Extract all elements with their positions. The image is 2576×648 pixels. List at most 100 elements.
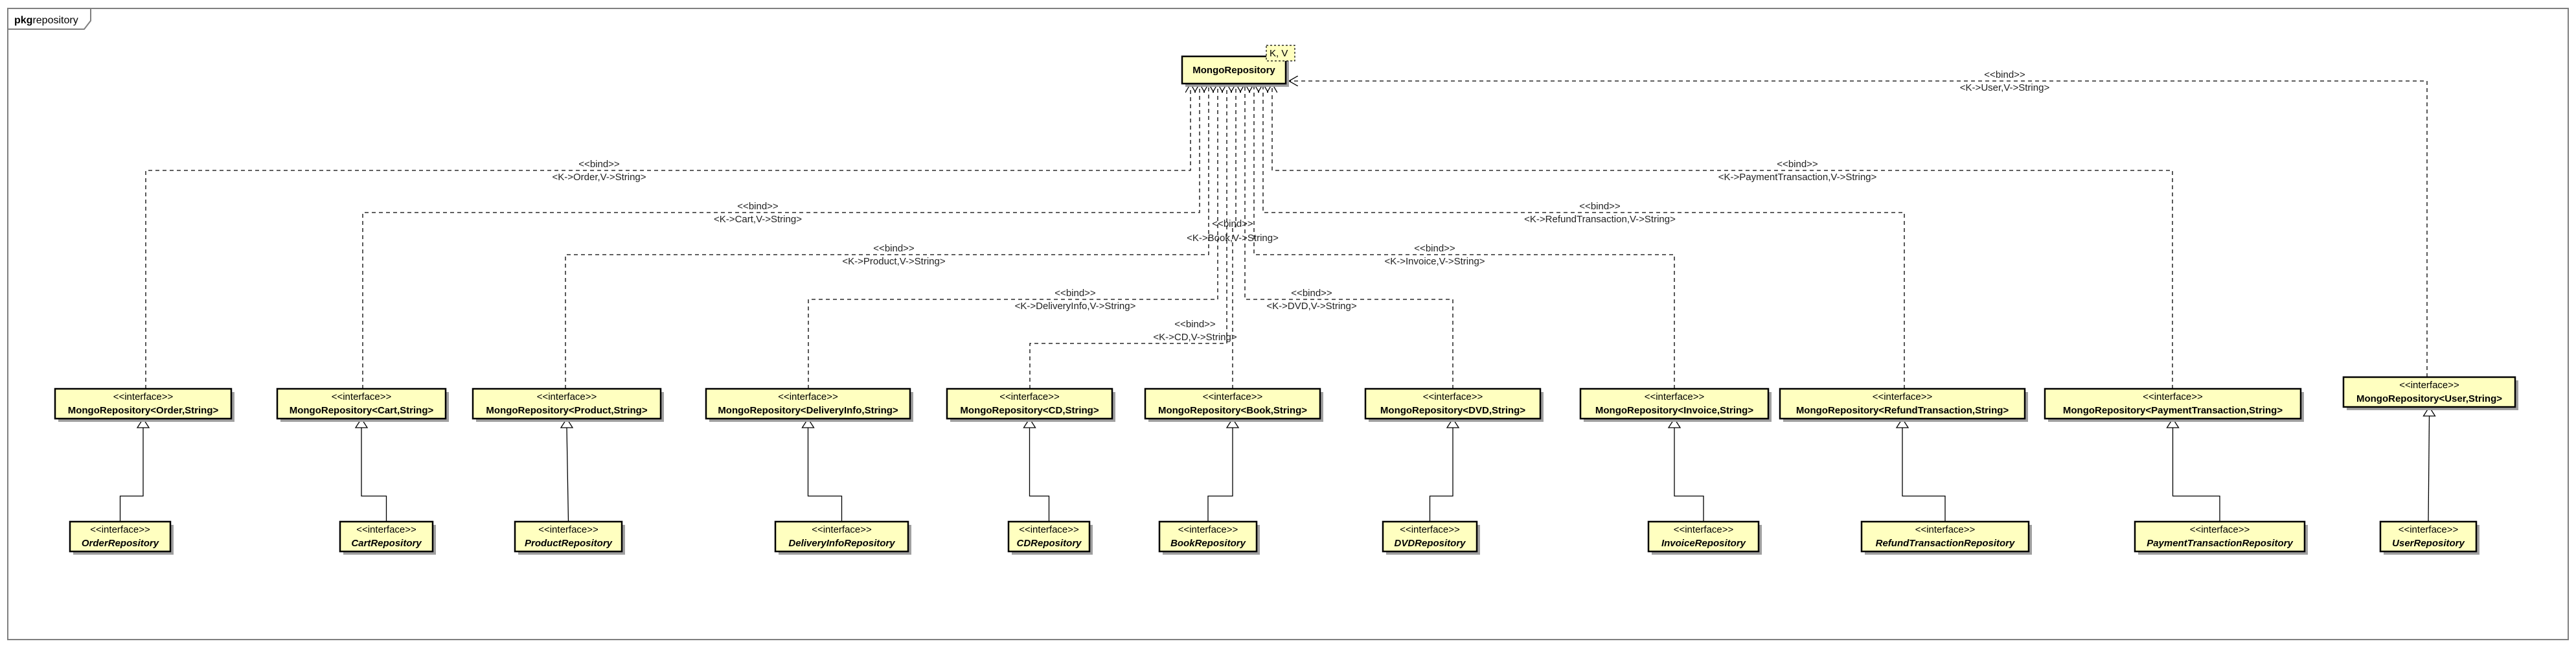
interface-mongorepository-cd-string[interactable]: <<interface>>MongoRepository<CD,String> [946,388,1115,422]
repository-stereotype: <<interface>> [1178,524,1238,535]
generalization-edge-dvdrepository [1429,428,1453,522]
bind-stereotype-invoicerepository: <<bind>> [1414,243,1455,254]
repository-invoicerepository[interactable]: <<interface>> InvoiceRepository [1647,520,1762,555]
repository-productrepository[interactable]: <<interface>>ProductRepository [514,520,625,555]
package-label: pkgrepository [14,15,78,26]
interface-stereotype: <<interface>> [1873,391,1933,402]
interface-mongorepository-user-string[interactable]: <<interface>> MongoRepository<User,String… [2342,376,2518,410]
repository-deliveryinforepository[interactable]: <<interface>>DeliveryInfoRepository [774,520,911,555]
template-parameter-label: K, V [1270,48,1288,59]
package-tab [7,8,91,30]
repository-stereotype: <<interface>> [1915,524,1976,535]
generalization-edge-cartrepository [361,428,387,522]
interface-stereotype: <<interface>> [778,391,838,402]
generalization-edge-userrepository [2428,415,2430,522]
bind-edge-cdrepository [1029,84,1227,389]
interface-stereotype: <<interface>> [537,391,597,402]
interface-mongorepository-paymenttransaction-string[interactable]: <<interface>>MongoRepository<PaymentTran… [2044,388,2304,422]
interface-stereotype: <<interface>> [1423,391,1483,402]
repository-name: DVDRepository [1394,538,1466,549]
generalization-arrowhead-productrepository [560,417,574,428]
repository-name: CartRepository [351,538,422,549]
generalization-edge-orderrepository [119,428,144,522]
generalization-edge-paymenttransactionrepository [2172,428,2220,522]
bind-edge-dvdrepository [1245,84,1453,389]
repository-name: BookRepository [1170,538,1246,549]
generalization-arrowhead-paymenttransactionrepository [2166,417,2180,428]
repository-cartrepository[interactable]: <<interface>> CartRepository [339,520,436,555]
interface-stereotype: <<interface>> [1203,391,1263,402]
interface-mongorepository-cart-string[interactable]: <<interface>>MongoRepository<Cart,String… [276,388,449,422]
interface-stereotype: <<interface>> [1645,391,1705,402]
repository-cdrepository[interactable]: <<interface>>CDRepository [1007,520,1093,555]
interface-name: MongoRepository<CD,String> [960,405,1099,416]
bind-edge-bookrepository [1233,84,1236,389]
repository-name: CDRepository [1016,538,1082,549]
generalization-edge-refundtransactionrepository [1902,428,1946,522]
interface-mongorepository-refundtransaction-string[interactable]: <<interface>>MongoRepository<RefundTrans… [1779,388,2028,422]
bind-stereotype-orderrepository: <<bind>> [578,159,620,170]
repository-bookrepository[interactable]: <<interface>> BookRepository [1158,520,1260,555]
repository-name: UserRepository [2392,538,2465,549]
bind-stereotype-refundtransactionrepository: <<bind>> [1579,201,1621,212]
generalization-arrowhead-cartrepository [354,417,369,428]
interface-mongorepository-invoice-string[interactable]: <<interface>> MongoRepository<Invoice,Str… [1579,388,1772,422]
bind-edge-orderrepository [145,84,1191,389]
interface-name: MongoRepository<User,String> [2356,393,2502,404]
repository-stereotype: <<interface>> [356,524,416,535]
generalization-arrowhead-dvdrepository [1446,417,1460,428]
bind-parameters-userrepository: <K->User,V->String> [1960,82,2050,93]
generalization-arrowhead-bookrepository [1225,417,1240,428]
bind-stereotype-deliveryinforepository: <<bind>> [1054,288,1096,299]
interface-mongorepository-book-string[interactable]: <<interface>>MongoRepository<Book,String… [1144,388,1323,422]
bind-stereotype-paymenttransactionrepository: <<bind>> [1777,159,1818,170]
repository-paymenttransactionrepository[interactable]: <<interface>> PaymentTransactionRepositor… [2134,520,2308,555]
repository-stereotype: <<interface>> [2190,524,2250,535]
bind-parameters-orderrepository: <K->Order,V->String> [552,172,646,183]
interface-stereotype: <<interface>> [2399,380,2459,391]
interface-stereotype: <<interface>> [113,391,174,402]
bind-stereotype-cdrepository: <<bind>> [1174,319,1216,330]
interface-mongorepository-order-string[interactable]: <<interface>> MongoRepository<Order,Strin… [54,388,234,422]
generalization-arrowhead-refundtransactionrepository [1895,417,1909,428]
interface-name: MongoRepository<Product,String> [486,405,647,416]
interface-name: MongoRepository<Order,String> [68,405,219,416]
bind-edge-userrepository [1289,81,2428,377]
repository-stereotype: <<interface>> [1674,524,1734,535]
interface-name: MongoRepository<Invoice,String> [1595,405,1753,416]
bind-edge-productrepository [565,84,1209,389]
repository-refundtransactionrepository[interactable]: <<interface>>RefundTransactionRepository [1860,520,2032,555]
interface-name: MongoRepository<PaymentTransaction,Strin… [2063,405,2283,416]
repository-name: PaymentTransactionRepository [2147,538,2293,549]
mongo-repository-class[interactable]: MongoRepository [1181,55,1289,87]
package-frame [7,8,2569,640]
generalization-arrowhead-cdrepository [1023,417,1036,428]
generalization-edge-productrepository [566,427,569,522]
bind-edge-refundtransactionrepository [1263,84,1905,389]
interface-mongorepository-dvd-string[interactable]: <<interface>>MongoRepository<DVD,String> [1364,388,1544,422]
repository-dvdrepository[interactable]: <<interface>>DVDRepository [1382,520,1480,555]
generalization-arrowhead-userrepository [2422,406,2436,417]
generalization-edge-bookrepository [1207,428,1233,522]
bind-parameters-paymenttransactionrepository: <K->PaymentTransaction,V->String> [1718,172,1877,183]
interface-mongorepository-product-string[interactable]: <<interface>> MongoRepository<Product,Str… [472,388,664,422]
mongo-repository-name: MongoRepository [1192,65,1275,76]
interface-mongorepository-deliveryinfo-string[interactable]: <<interface>> MongoRepository<DeliveryInf… [705,388,913,422]
bind-parameters-bookrepository: <K->Book,V->String> [1187,233,1279,244]
repository-name: InvoiceRepository [1661,538,1746,549]
bind-parameters-invoicerepository: <K->Invoice,V->String> [1384,256,1485,267]
repository-userrepository[interactable]: <<interface>>UserRepository [2379,520,2479,555]
generalization-edge-cdrepository [1029,428,1050,522]
generalization-edge-invoicerepository [1674,428,1704,522]
bind-edge-invoicerepository [1254,84,1675,389]
generalization-arrowhead-deliveryinforepository [801,417,815,428]
repository-stereotype: <<interface>> [90,524,150,535]
repository-name: ProductRepository [525,538,613,549]
interface-stereotype: <<interface>> [332,391,392,402]
repository-orderrepository[interactable]: <<interface>>OrderRepository [69,520,174,555]
interface-name: MongoRepository<DeliveryInfo,String> [718,405,898,416]
template-parameter-box: K, V [1266,45,1295,62]
generalization-edge-deliveryinforepository [807,428,843,522]
bind-edge-deliveryinforepository [808,84,1218,389]
